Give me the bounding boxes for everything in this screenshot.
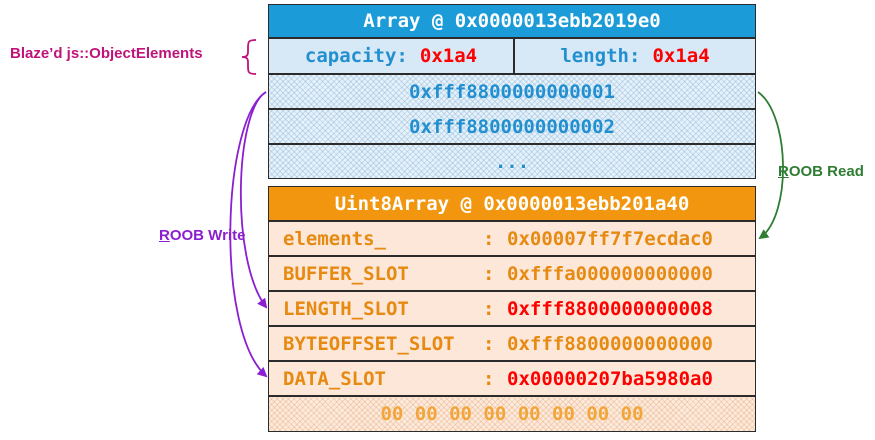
uint8array-header: Uint8Array @ 0x0000013ebb201a40 (268, 186, 756, 221)
slot-colon: : (483, 297, 495, 320)
slot-value: 0x00000207ba5980a0 (507, 367, 713, 390)
object-elements-brace (241, 39, 257, 75)
capacity-label: capacity: (304, 45, 408, 67)
slot-value: 0xfff8800000000000 (507, 332, 713, 355)
array-element-row: 0xfff8800000000002 (268, 109, 756, 144)
capacity-value: 0x1a4 (419, 45, 478, 67)
uint8array-slot-row: BUFFER_SLOT : 0xfffa000000000000 (268, 256, 756, 291)
oob-write-label: ROOB Write (159, 227, 245, 244)
length-value: 0x1a4 (652, 45, 710, 67)
slot-colon: : (483, 262, 495, 285)
slot-name: BYTEOFFSET_SLOT (283, 332, 455, 355)
slot-name: elements_ (283, 227, 386, 250)
slot-value: 0x00007ff7f7ecdac0 (507, 227, 713, 250)
array-length-cell: length: 0x1a4 (514, 38, 756, 74)
oob-write-label-rest: OOB Write (169, 227, 246, 244)
uint8array-data-bytes: 00 00 00 00 00 00 00 00 (268, 396, 756, 432)
oob-write-arrow-data (229, 91, 268, 378)
array-element-row: 0xfff8800000000001 (268, 74, 756, 109)
uint8array-slot-row: DATA_SLOT : 0x00000207ba5980a0 (268, 361, 756, 396)
slot-value: 0xfffa000000000000 (507, 262, 713, 285)
uint8array-slot-row: elements_ : 0x00007ff7f7ecdac0 (268, 221, 756, 256)
oob-read-label-rest: OOB Read (788, 163, 864, 180)
oob-write-label-initial: R (159, 227, 170, 244)
slot-name: BUFFER_SLOT (283, 262, 409, 285)
oob-read-arrow (757, 91, 784, 240)
slot-colon: : (483, 332, 495, 355)
slot-value: 0xfff8800000000008 (507, 297, 713, 320)
slot-name: LENGTH_SLOT (283, 297, 409, 320)
oob-write-arrow-length (239, 91, 268, 309)
uint8array-slot-row: LENGTH_SLOT : 0xfff8800000000008 (268, 291, 756, 326)
length-label: length: (560, 45, 641, 67)
array-header: Array @ 0x0000013ebb2019e0 (268, 4, 756, 38)
slot-colon: : (483, 367, 495, 390)
slot-name: DATA_SLOT (283, 367, 386, 390)
slot-colon: : (483, 227, 495, 250)
uint8array-slot-row: BYTEOFFSET_SLOT : 0xfff8800000000000 (268, 326, 756, 361)
blaze-label: Blaze’d js::ObjectElements (10, 45, 203, 62)
array-capacity-cell: capacity: 0x1a4 (268, 38, 514, 74)
array-element-row: ... (268, 144, 756, 179)
